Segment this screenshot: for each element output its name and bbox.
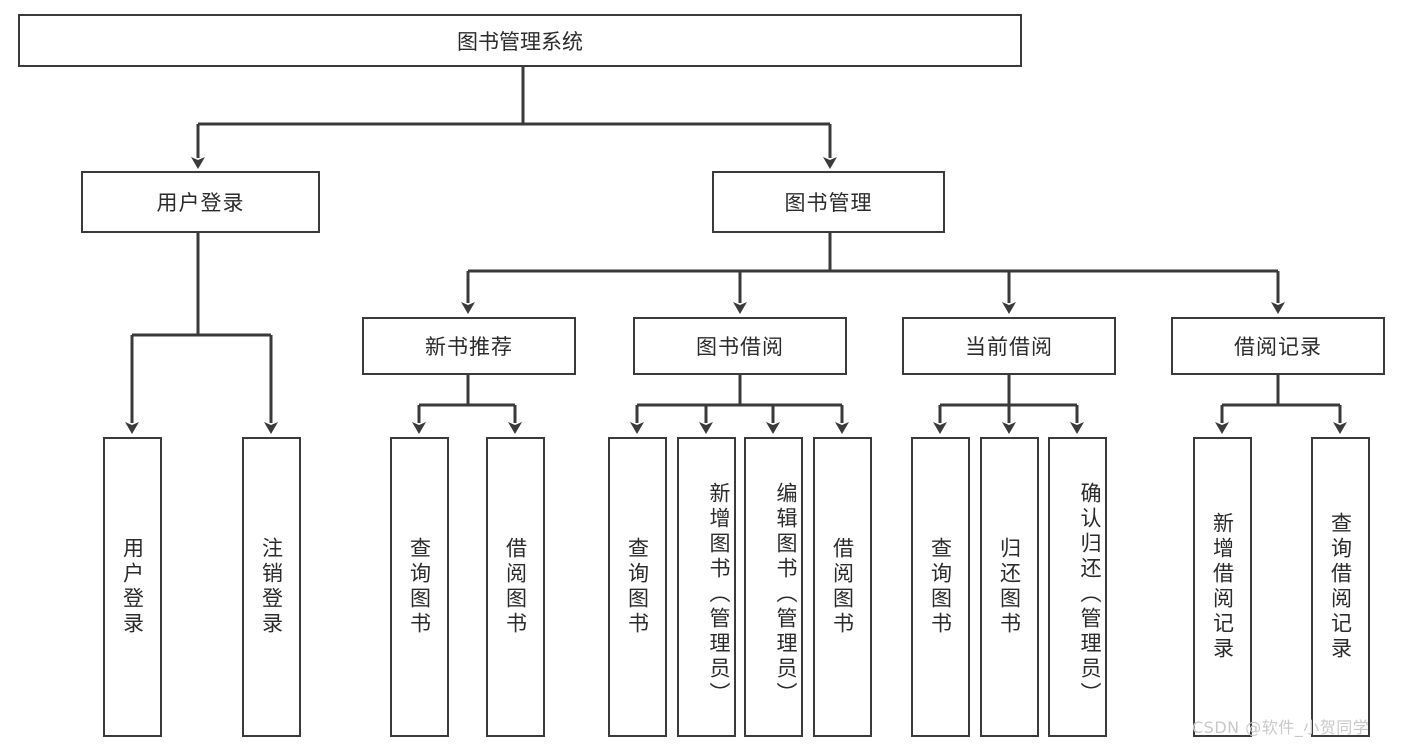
node-label: 当前借阅 [965, 335, 1053, 359]
watermark: CSDN @软件_小贺同学 [1192, 718, 1370, 737]
leaf-book-borrow-add[interactable]: 新增图书（管理员） [677, 437, 736, 737]
leaf-borrow-record-query[interactable]: 查询借阅记录 [1311, 437, 1370, 737]
node-label: 新增图书（管理员） [707, 481, 731, 707]
node-label: 归还图书 [997, 537, 1022, 637]
node-label: 用户登录 [156, 191, 245, 215]
node-label: 借阅图书 [830, 537, 855, 637]
node-book-management[interactable]: 图书管理 [712, 171, 945, 233]
leaf-book-borrow-query[interactable]: 查询图书 [608, 437, 667, 737]
node-label: 用户登录 [120, 537, 145, 637]
leaf-user-login-logout[interactable]: 注销登录 [242, 437, 301, 737]
node-label: 注销登录 [259, 537, 284, 637]
node-label: 编辑图书（管理员） [774, 481, 798, 707]
node-label: 借阅图书 [503, 537, 528, 637]
leaf-new-book-query[interactable]: 查询图书 [390, 437, 449, 737]
leaf-current-borrow-confirm[interactable]: 确认归还（管理员） [1048, 437, 1107, 737]
node-label: 图书管理系统 [457, 29, 583, 54]
node-label: 确认归还（管理员） [1078, 481, 1102, 707]
leaf-new-book-borrow[interactable]: 借阅图书 [486, 437, 545, 737]
node-label: 查询图书 [407, 537, 432, 637]
node-label: 查询图书 [928, 537, 953, 637]
node-label: 新书推荐 [425, 335, 513, 359]
node-new-book-recommend[interactable]: 新书推荐 [362, 317, 576, 375]
node-borrow-record[interactable]: 借阅记录 [1171, 317, 1385, 375]
leaf-current-borrow-return[interactable]: 归还图书 [980, 437, 1039, 737]
node-label: 新增借阅记录 [1210, 512, 1235, 662]
leaf-borrow-record-add[interactable]: 新增借阅记录 [1193, 437, 1252, 737]
node-label: 图书管理 [784, 191, 873, 215]
node-label: 图书借阅 [696, 335, 784, 359]
node-label: 查询图书 [625, 537, 650, 637]
node-user-login[interactable]: 用户登录 [81, 171, 320, 233]
node-label: 查询借阅记录 [1328, 512, 1353, 662]
node-root-system[interactable]: 图书管理系统 [18, 14, 1022, 67]
leaf-current-borrow-query[interactable]: 查询图书 [911, 437, 970, 737]
leaf-book-borrow-borrow[interactable]: 借阅图书 [813, 437, 872, 737]
node-label: 借阅记录 [1234, 335, 1322, 359]
node-book-borrow[interactable]: 图书借阅 [633, 317, 847, 375]
leaf-book-borrow-edit[interactable]: 编辑图书（管理员） [744, 437, 803, 737]
leaf-user-login-login[interactable]: 用户登录 [103, 437, 162, 737]
node-current-borrow[interactable]: 当前借阅 [902, 317, 1116, 375]
